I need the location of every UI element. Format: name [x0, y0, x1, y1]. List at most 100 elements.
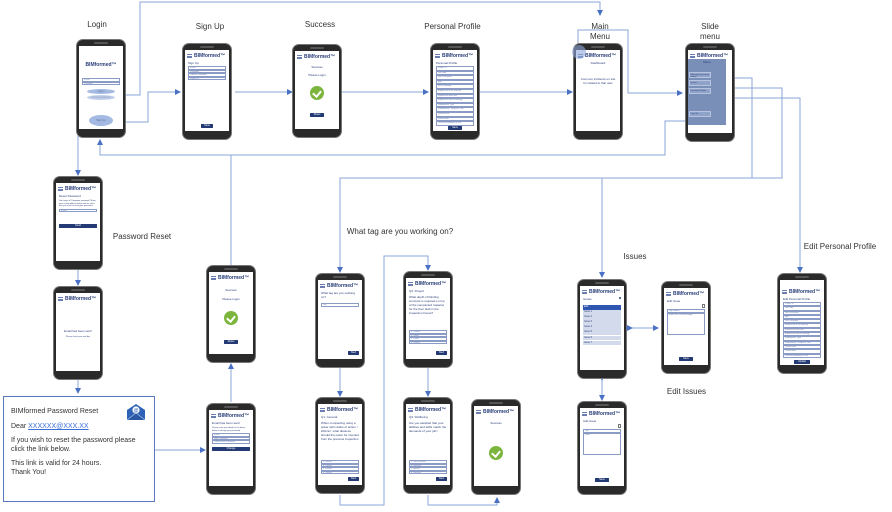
hamburger-icon[interactable]	[476, 410, 481, 414]
answer-option[interactable]: a. Very Satisfied	[409, 460, 447, 464]
answer-option[interactable]: d. 200mm	[409, 340, 447, 344]
answer-option[interactable]: d. 500mm	[321, 470, 359, 474]
answer-option[interactable]: c. 75mm	[409, 337, 447, 341]
hamburger-icon[interactable]	[782, 290, 787, 294]
profile-field[interactable]: Job code	[783, 306, 821, 311]
change-field[interactable]: Confirm New Password	[212, 440, 250, 444]
next-button[interactable]: Next	[348, 477, 359, 481]
profile-field[interactable]: Experience with tools	[436, 93, 474, 99]
profile-field[interactable]: Age	[436, 79, 474, 85]
profile-field[interactable]: Age	[783, 314, 821, 320]
answer-option[interactable]: b. Satisfied	[409, 463, 447, 467]
change-button[interactable]: Change	[212, 447, 250, 451]
menu-item-what-today[interactable]: What are you up to today?	[689, 72, 711, 78]
issue-list-item[interactable]: Issue 5	[583, 330, 621, 335]
save-button[interactable]: Save	[448, 126, 462, 130]
answer-option[interactable]: a. 300mm	[321, 460, 359, 464]
profile-field[interactable]: Job code	[436, 70, 474, 76]
hamburger-icon[interactable]	[582, 412, 587, 416]
menu-item-log-out[interactable]: Log Out	[689, 111, 711, 117]
hamburger-icon[interactable]	[408, 408, 413, 412]
hamburger-icon[interactable]	[666, 292, 671, 296]
signup-field[interactable]: Password	[188, 69, 226, 73]
save-button[interactable]: Save	[201, 124, 213, 128]
plus-icon[interactable]	[619, 297, 621, 299]
save-button[interactable]: Save	[595, 478, 609, 482]
issue-list-item[interactable]: Issue 3	[583, 320, 621, 325]
hamburger-icon[interactable]	[187, 54, 192, 58]
hamburger-icon[interactable]	[297, 55, 302, 59]
tag-field[interactable]: Tag	[583, 429, 621, 433]
profile-field[interactable]: Job Description	[783, 310, 821, 315]
profile-field[interactable]: Experience in the industry	[436, 88, 474, 94]
profile-field[interactable]: First Language	[436, 84, 474, 89]
issue-list-item[interactable]: Issue 6	[583, 335, 621, 341]
reset-button[interactable]: Reset	[224, 340, 238, 344]
hamburger-icon[interactable]	[211, 276, 216, 280]
tag-number-field[interactable]: Tag number	[667, 309, 705, 313]
hamburger-icon[interactable]	[690, 54, 695, 58]
signup-field[interactable]: Confirm Password	[188, 73, 226, 77]
signup-field[interactable]: Project ID	[188, 76, 226, 80]
issue-list-item[interactable]: Issue 1	[583, 310, 621, 315]
profile-field[interactable]: Personal wellbeing on site	[783, 353, 821, 358]
hamburger-icon[interactable]	[408, 282, 413, 286]
forgot-password-button[interactable]: Forgot password	[87, 95, 115, 100]
profile-field[interactable]: Experience in the industry	[783, 323, 821, 328]
hamburger-icon[interactable]	[211, 414, 216, 418]
profile-field[interactable]: Employment Type	[436, 102, 474, 108]
issue-list-item[interactable]: Issue 7	[583, 340, 621, 346]
profile-field[interactable]: Employment Type	[783, 336, 821, 341]
change-field[interactable]: New Password	[212, 436, 250, 440]
trash-icon[interactable]	[702, 304, 705, 308]
reset-button[interactable]: Reset	[310, 113, 324, 117]
profile-field[interactable]: Project ID	[783, 302, 821, 307]
profile-field[interactable]: Project ID	[436, 66, 474, 71]
answer-option[interactable]: a. 100mm	[409, 330, 447, 334]
hamburger-icon[interactable]	[582, 290, 587, 294]
issue-edit-item[interactable]: Edit	[583, 305, 621, 310]
next-button[interactable]: Next	[348, 351, 359, 355]
change-field[interactable]: e-mail	[212, 433, 250, 437]
hamburger-icon[interactable]	[58, 187, 63, 191]
answer-option[interactable]: c. Neutral	[409, 467, 447, 471]
issue-list-item[interactable]: Issue 4	[583, 325, 621, 330]
menu-item-issues[interactable]: Issues	[689, 80, 711, 86]
next-button[interactable]: Next	[436, 351, 447, 355]
profile-field[interactable]: Experience with technology	[783, 332, 821, 337]
email-address-link[interactable]: XXXXXX@XXX.XX	[28, 422, 89, 430]
save-button[interactable]: Save	[679, 357, 693, 361]
profile-field[interactable]: Competency - Insight (If Yes)	[783, 340, 821, 345]
profile-field[interactable]: Certification	[436, 116, 474, 122]
email-field[interactable]: e-mail	[82, 78, 120, 82]
answer-option[interactable]: c. 350mm	[321, 467, 359, 471]
trash-icon[interactable]	[618, 424, 621, 428]
issue-list-item[interactable]: Issue 2	[583, 315, 621, 320]
password-field[interactable]: Password	[82, 81, 120, 85]
login-button[interactable]: Log In	[87, 89, 115, 94]
signup-button[interactable]: Sign Up	[89, 115, 113, 126]
hamburger-icon[interactable]	[58, 297, 63, 301]
email-field[interactable]: e-mail	[59, 208, 97, 212]
send-button[interactable]: Send	[59, 224, 97, 228]
hamburger-icon[interactable]	[320, 408, 325, 412]
profile-field[interactable]: Experience with tools	[783, 327, 821, 333]
issue-text-area[interactable]: Issue	[583, 432, 621, 455]
signup-field[interactable]: e-mail	[188, 66, 226, 70]
answer-option[interactable]: b. 400mm	[321, 463, 359, 467]
next-button[interactable]: Next	[436, 477, 447, 481]
profile-field[interactable]: Qualification	[436, 111, 474, 117]
issue-text-area[interactable]: Issue Text: Lots that happe	[667, 312, 705, 335]
update-button[interactable]: Update	[794, 360, 810, 364]
profile-field[interactable]: Job Description	[436, 75, 474, 80]
profile-field[interactable]: Certification	[783, 349, 821, 354]
profile-field[interactable]: Experience with technology	[436, 98, 474, 103]
tag-input[interactable]: Tag	[321, 303, 359, 307]
profile-field[interactable]: Personal wellbeing on site	[436, 121, 474, 126]
hamburger-icon[interactable]	[320, 284, 325, 288]
answer-option[interactable]: b. 50mm	[409, 333, 447, 337]
profile-field[interactable]: First Language	[783, 319, 821, 324]
hamburger-icon[interactable]	[435, 54, 440, 58]
answer-option[interactable]: d. Satisfied	[409, 470, 447, 474]
menu-item-personal-profile[interactable]: Personal Profile	[689, 88, 711, 94]
